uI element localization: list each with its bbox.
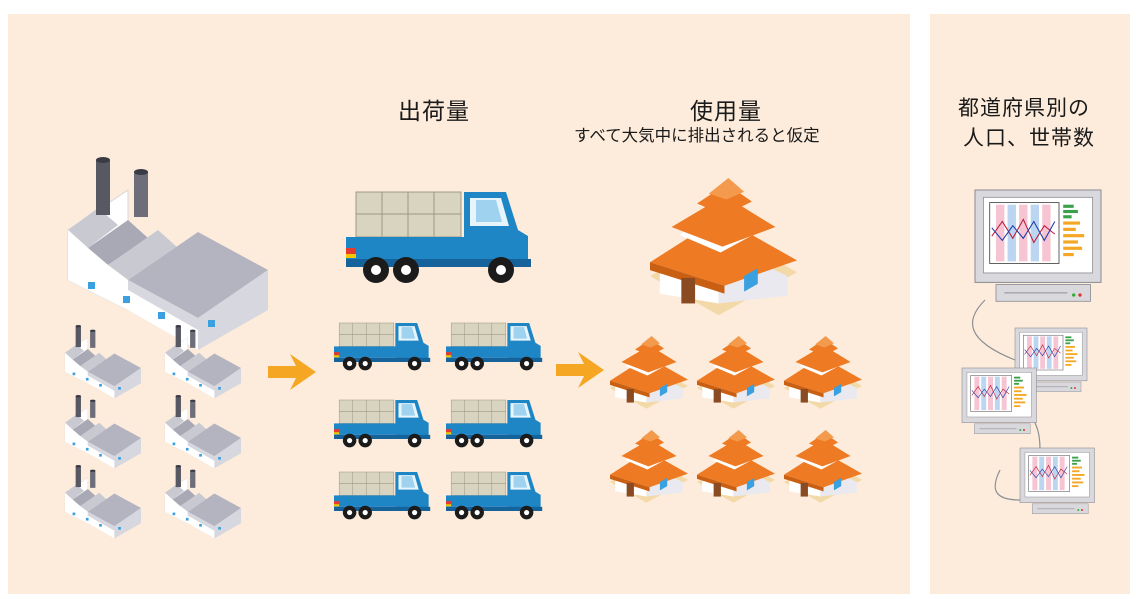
factory-small-icon xyxy=(164,464,242,539)
usage-label: 使用量 xyxy=(690,99,762,125)
truck-small-icon xyxy=(445,471,543,520)
factory-small-icon xyxy=(64,394,142,469)
truck-small-icon xyxy=(333,399,431,448)
truck-small-icon xyxy=(445,399,543,448)
factory-small-icon xyxy=(164,394,242,469)
computer-monitor-icon xyxy=(961,367,1037,435)
house-small-icon xyxy=(610,430,688,503)
house-small-icon xyxy=(610,336,688,409)
house-small-icon xyxy=(697,430,775,503)
truck-small-icon xyxy=(333,322,431,371)
factory-large-icon xyxy=(67,156,269,351)
factory-small-icon xyxy=(64,324,142,399)
usage-assumption-note: すべて大気中に排出されると仮定 xyxy=(574,126,820,145)
truck-small-icon xyxy=(333,471,431,520)
truck-small-icon xyxy=(445,322,543,371)
shipment-label: 出荷量 xyxy=(398,99,470,125)
house-large-icon xyxy=(650,178,797,316)
population-label-line1: 都道府県別の xyxy=(958,96,1090,120)
computer-monitor-icon xyxy=(1019,447,1095,515)
computer-monitor-icon xyxy=(974,189,1102,302)
house-small-icon xyxy=(784,430,862,503)
house-small-icon xyxy=(784,336,862,409)
truck-large-icon xyxy=(345,191,532,284)
arrow-right-icon xyxy=(268,354,316,390)
house-small-icon xyxy=(697,336,775,409)
factory-small-icon xyxy=(64,464,142,539)
arrow-right-icon xyxy=(556,352,604,388)
population-label-line2: 人口、世帯数 xyxy=(963,126,1095,150)
